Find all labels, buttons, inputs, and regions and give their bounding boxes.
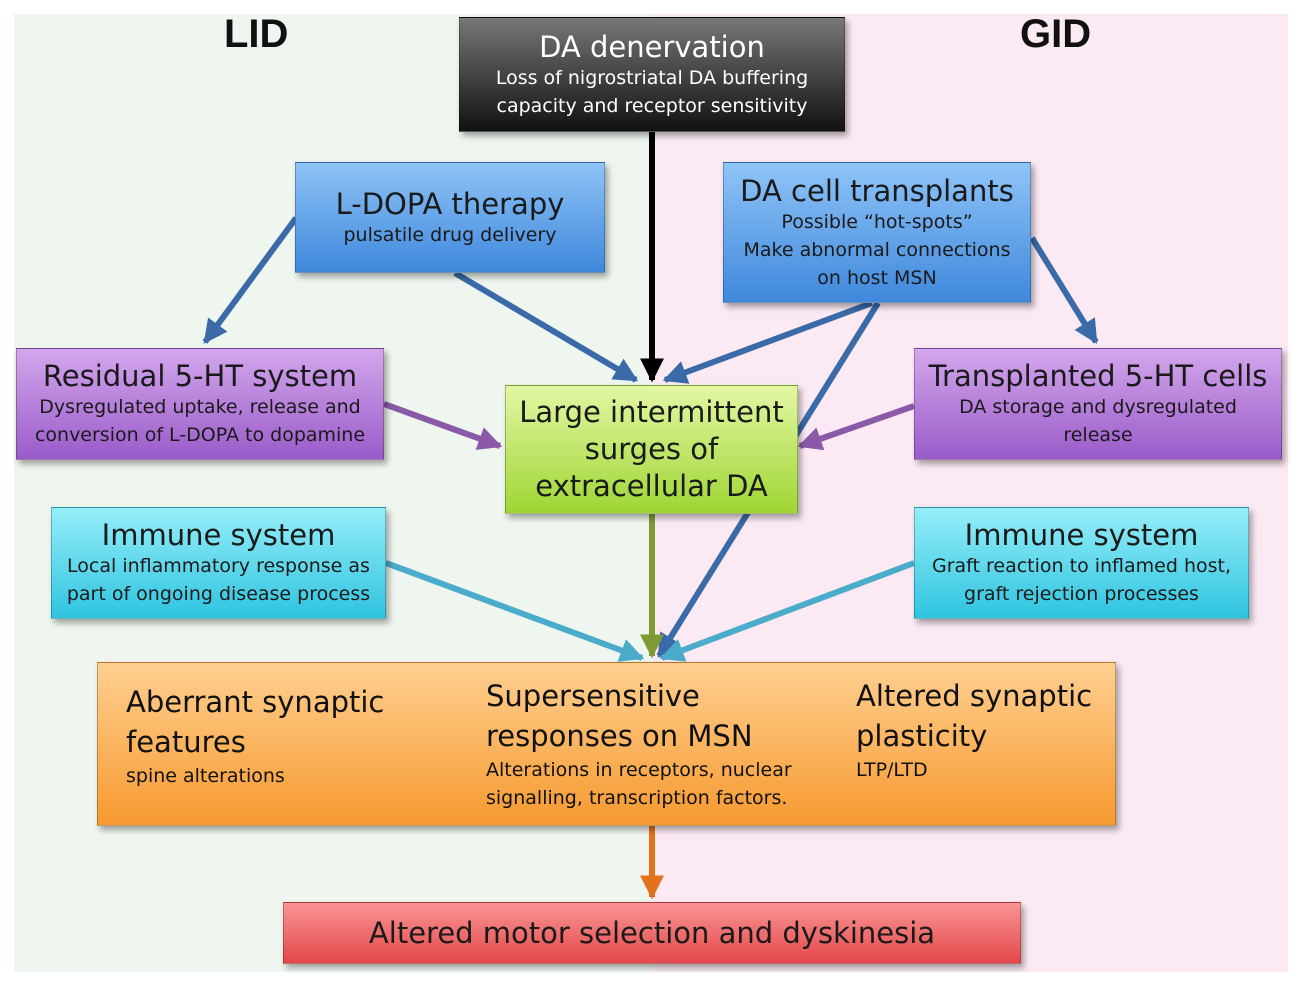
da-denervation-title: DA denervation	[539, 29, 765, 64]
residual-5ht-sub1: Dysregulated uptake, release and	[39, 396, 361, 418]
mechanisms-col-aberrant: Aberrant synaptic features spine alterat…	[126, 682, 466, 790]
outcome-box: Altered motor selection and dyskinesia	[283, 902, 1021, 964]
arrow-immune-right-to-mechanisms	[659, 560, 916, 662]
aberrant-sub1: spine alterations	[126, 765, 285, 787]
immune-left-sub2: part of ongoing disease process	[66, 583, 371, 605]
plasticity-line1: Altered synaptic	[856, 679, 1093, 713]
plasticity-line2: plasticity	[856, 719, 988, 753]
mechanisms-col-supersensitive: Supersensitive responses on MSN Alterati…	[486, 676, 846, 812]
surges-line1: Large intermittent	[519, 395, 784, 429]
transplanted-5ht-sub1: DA storage and dysregulated	[959, 396, 1237, 418]
immune-right-title: Immune system	[964, 518, 1199, 552]
transplants-title: DA cell transplants	[740, 173, 1014, 208]
ldopa-title: L-DOPA therapy	[335, 186, 565, 221]
surges-box: Large intermittent surges of extracellul…	[505, 385, 798, 514]
transplants-box: DA cell transplants Possible “hot-spots”…	[723, 162, 1031, 303]
lid-label: LID	[224, 12, 289, 56]
arrow-ldopa-to-residual	[202, 216, 299, 344]
ldopa-sub1: pulsatile drug delivery	[343, 223, 557, 246]
transplants-sub1: Possible “hot-spots”	[781, 210, 973, 233]
immune-left-title: Immune system	[101, 518, 336, 552]
supersensitive-line1: Supersensitive	[486, 679, 700, 713]
supersensitive-sub1: Alterations in receptors, nuclear	[486, 759, 792, 781]
surges-line3: extracellular DA	[535, 469, 768, 503]
transplants-sub2: Make abnormal connections	[743, 238, 1011, 261]
arrow-transplants-to-transplanted5ht	[1029, 236, 1099, 345]
transplants-sub3: on host MSN	[817, 266, 937, 289]
da-denervation-sub1: Loss of nigrostriatal DA buffering	[495, 66, 809, 89]
surges-line2: surges of	[584, 432, 719, 466]
arrow-transplanted5ht-to-surges	[797, 403, 915, 451]
mechanisms-col-plasticity: Altered synaptic plasticity LTP/LTD	[856, 676, 1106, 784]
transplanted-5ht-sub2: release	[1063, 424, 1133, 446]
plasticity-sub1: LTP/LTD	[856, 759, 928, 781]
arrow-ldopa-to-surges	[453, 270, 639, 383]
residual-5ht-title: Residual 5-HT system	[42, 359, 358, 393]
arrow-transplants-to-surges	[662, 300, 874, 384]
arrow-immune-left-to-mechanisms	[384, 560, 645, 662]
immune-right-sub1: Graft reaction to inflamed host,	[931, 555, 1232, 577]
immune-right-box: Immune system Graft reaction to inflamed…	[914, 507, 1249, 619]
residual-5ht-box: Residual 5-HT system Dysregulated uptake…	[16, 348, 384, 460]
mechanisms-box	[97, 662, 1116, 826]
outcome-title: Altered motor selection and dyskinesia	[368, 916, 936, 950]
transplanted-5ht-box: Transplanted 5-HT cells DA storage and d…	[914, 348, 1282, 460]
aberrant-line1: Aberrant synaptic	[126, 685, 385, 719]
immune-left-box: Immune system Local inflammatory respons…	[51, 507, 386, 619]
da-denervation-sub2: capacity and receptor sensitivity	[496, 94, 808, 117]
gid-label: GID	[1020, 12, 1092, 56]
ldopa-box: L-DOPA therapy pulsatile drug delivery	[295, 162, 605, 273]
supersensitive-sub2: signalling, transcription factors.	[486, 787, 788, 809]
transplanted-5ht-title: Transplanted 5-HT cells	[928, 359, 1268, 393]
immune-left-sub1: Local inflammatory response as	[67, 555, 370, 577]
da-denervation-box: DA denervation Loss of nigrostriatal DA …	[459, 17, 845, 132]
residual-5ht-sub2: conversion of L-DOPA to dopamine	[34, 424, 366, 446]
immune-right-sub2: graft rejection processes	[964, 583, 1199, 605]
aberrant-line2: features	[126, 725, 246, 759]
arrow-residual-to-surges	[382, 401, 503, 450]
supersensitive-line2: responses on MSN	[486, 719, 753, 753]
